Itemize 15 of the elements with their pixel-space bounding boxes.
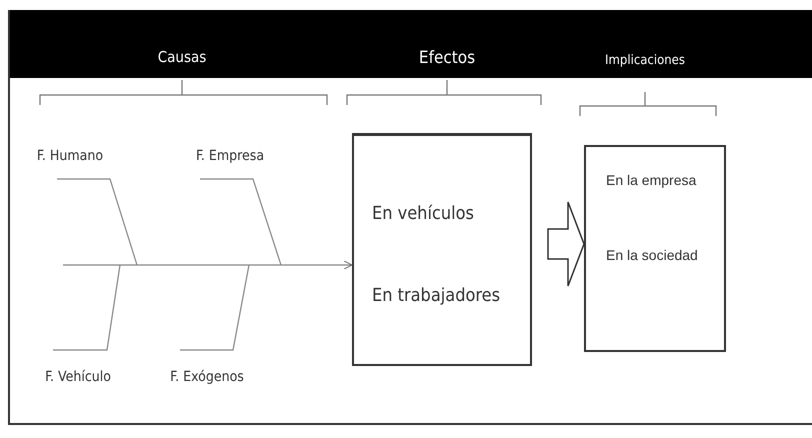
text-box (352, 133, 532, 366)
header-label: Causas (158, 48, 206, 66)
cause-label: F. Humano (36, 148, 104, 164)
text-box (584, 145, 726, 352)
box-text: En la empresa (605, 172, 698, 188)
spine-arrow (63, 260, 352, 270)
cause-label: F. Vehículo (45, 369, 111, 385)
box-text: En vehículos (371, 204, 475, 225)
box-text: En la sociedad (605, 247, 699, 264)
header-label: Implicaciones (605, 53, 685, 68)
block-arrow (547, 201, 585, 287)
cause-label: F. Empresa (196, 148, 264, 164)
cause-label: F. Exógenos (170, 369, 244, 385)
header-label: Efectos (418, 48, 476, 68)
box-text: En trabajadores (371, 286, 502, 307)
